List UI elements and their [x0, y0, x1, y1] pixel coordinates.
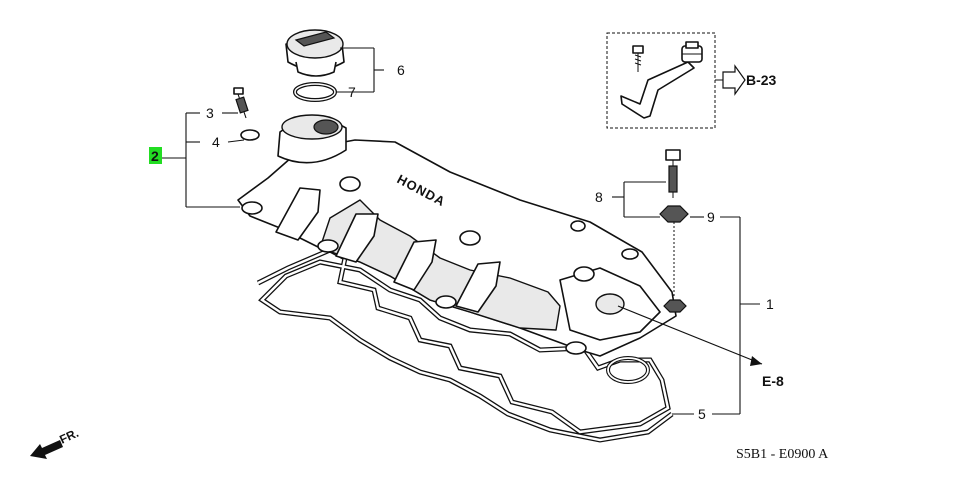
diagram-code: S5B1 - E0900 A	[736, 447, 829, 462]
arrow-b23	[722, 64, 746, 96]
callout-8: 8	[595, 189, 603, 205]
callout-9: 9	[707, 209, 715, 225]
valve-cover: HONDA	[237, 114, 677, 357]
callout-3: 3	[206, 105, 214, 121]
arrow-e8	[750, 356, 762, 366]
front-arrow-icon	[30, 440, 63, 459]
pcv-boss	[559, 266, 661, 341]
callout-2-highlight	[149, 147, 162, 164]
callout-7: 7	[348, 84, 356, 100]
inset-detail: B-23	[606, 32, 777, 129]
callout-4: 4	[212, 134, 220, 150]
front-label: FR.	[57, 426, 80, 447]
washer-4	[240, 129, 260, 141]
inset-connector	[681, 41, 703, 63]
cover-ribs	[275, 176, 586, 313]
front-direction-indicator: FR.	[30, 426, 81, 459]
leader-lines	[162, 47, 763, 415]
callout-5: 5	[698, 406, 706, 422]
grommet-9	[659, 205, 689, 313]
gasket-ring	[606, 356, 650, 384]
inset-bolt	[632, 45, 644, 72]
valve-cover-gasket-inner	[257, 248, 673, 442]
callout-2: 2	[151, 148, 159, 164]
filler-cap-o-ring	[293, 82, 337, 102]
callout-1: 1	[766, 296, 774, 312]
oil-filler-neck	[277, 114, 347, 164]
bolt-3	[233, 87, 249, 119]
ref-b23: B-23	[746, 72, 777, 88]
oil-filler-cap	[285, 29, 345, 77]
ref-e8: E-8	[762, 373, 784, 389]
bolt-8	[665, 149, 681, 198]
inset-bracket	[620, 61, 695, 119]
callout-6: 6	[397, 62, 405, 78]
